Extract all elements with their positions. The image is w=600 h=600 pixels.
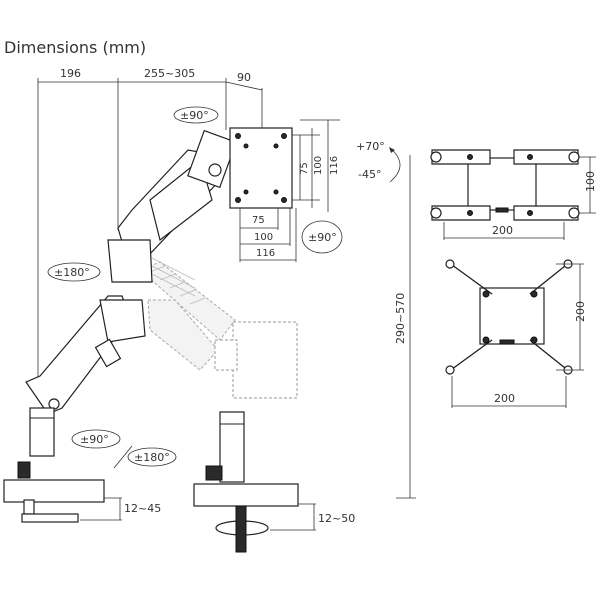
grommet-dim-right <box>270 503 316 531</box>
adapter-top-dims <box>443 156 596 240</box>
tilt-arc <box>389 147 401 183</box>
vesa-plate <box>229 127 293 209</box>
rotation-badge-base <box>71 429 177 469</box>
height-range-label: 290~570 <box>394 293 407 344</box>
ghost-arm <box>139 261 298 399</box>
tilt-down-label: -45° <box>358 168 381 181</box>
clamp-thickness-label: 12~45 <box>124 502 161 515</box>
rotation-badge-screen <box>301 220 343 254</box>
vesa-w116: 116 <box>256 248 275 259</box>
arm-lower-segment <box>25 295 146 415</box>
clamp-base-left <box>3 407 105 523</box>
top-dimension-lines <box>37 78 263 400</box>
dim-90: 90 <box>237 71 251 84</box>
adapter-top-width: 200 <box>492 224 513 237</box>
tilt-up-label: +70° <box>356 140 385 153</box>
grommet-thickness-label: 12~50 <box>318 512 355 525</box>
rotation-screen-label: ±90° <box>308 231 337 244</box>
grommet-base-right <box>193 411 299 553</box>
rotation-base2-label: ±180° <box>134 451 170 464</box>
rotation-arm-label: ±180° <box>54 266 90 279</box>
adapter-top <box>430 149 580 221</box>
adapter-bottom-width: 200 <box>494 392 515 405</box>
adapter-top-height: 100 <box>584 171 597 192</box>
dim-255-305: 255~305 <box>144 67 195 80</box>
rotation-base-label: ±90° <box>80 433 109 446</box>
vesa-dimension-lines <box>239 119 340 262</box>
vesa-h116: 116 <box>329 156 340 175</box>
tilt-head <box>187 129 237 189</box>
vesa-h100: 100 <box>313 156 324 175</box>
rotation-badge-arm <box>47 262 101 282</box>
height-range-line <box>396 155 416 499</box>
rotation-badge-plate <box>173 106 219 124</box>
clamp-dim-left <box>80 497 122 521</box>
adapter-bottom <box>445 259 573 375</box>
vesa-h75: 75 <box>299 162 310 175</box>
adapter-bottom-height: 200 <box>574 301 587 322</box>
rotation-plate-label: ±90° <box>180 109 209 122</box>
vesa-w75: 75 <box>252 215 265 226</box>
dimensions-heading: Dimensions (mm) <box>4 38 147 57</box>
dim-196: 196 <box>60 67 81 80</box>
vesa-w100: 100 <box>254 232 273 243</box>
adapter-bottom-dims <box>451 263 584 408</box>
